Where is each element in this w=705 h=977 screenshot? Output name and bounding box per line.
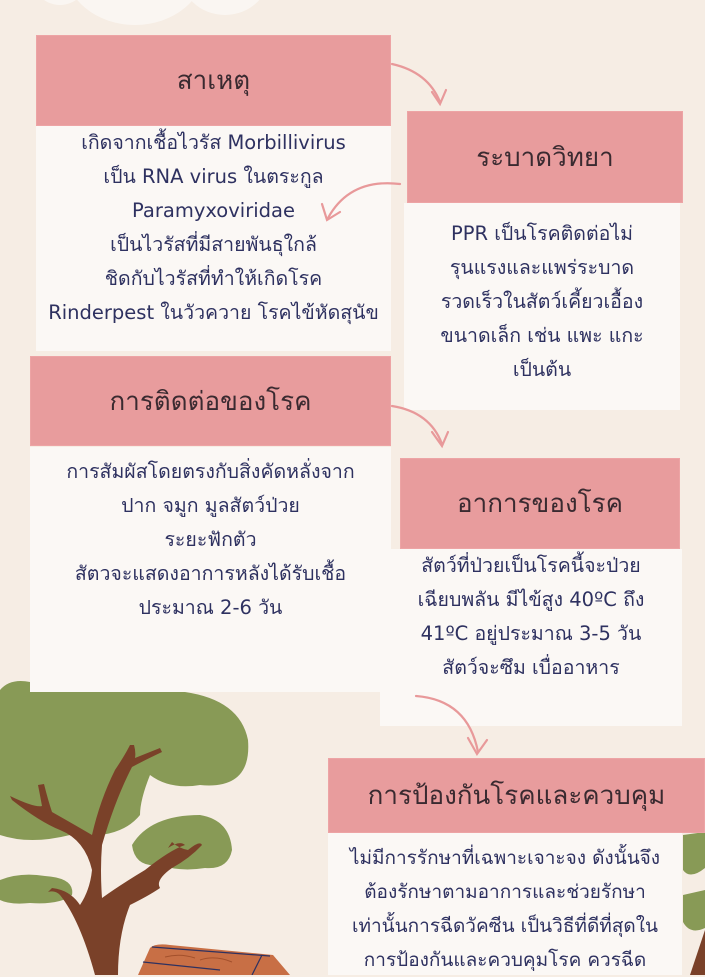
prevention-line: ไม่มีการรักษาที่เฉพาะเจาะจง ดังนั้นจึง (349, 847, 661, 869)
cause-line: เป็นไวรัสที่มีสายพันธุใกล้ (110, 233, 317, 256)
symptoms-body: สัตว์ที่ป่วยเป็นโรคนี้จะป่วย เฉียบพลัน ม… (380, 549, 682, 726)
prevention-line: เท่านั้นการฉีดวัคซีน เป็นวิธีที่ดีที่สุด… (351, 915, 659, 937)
prevention-line: ต้องรักษาตามอาการและช่วยรักษา (364, 881, 646, 903)
cause-line: ชิดกับไวรัสที่ทำให้เกิดโรค (104, 267, 323, 290)
transmission-title: การติดต่อของโรค (30, 356, 391, 446)
transmission-line: ปาก จมูก มูลสัตว์ป่วย (121, 494, 300, 517)
curved-arrow-icon (390, 404, 450, 449)
cause-title-text: สาเหตุ (176, 66, 251, 96)
epidemiology-line: ขนาดเล็ก เช่น แพะ แกะ (440, 324, 644, 347)
epidemiology-line: PPR เป็นโรคติดต่อไม่ (451, 222, 633, 245)
prevention-line: การป้องกันและควบคุมโรค ควรฉีด (363, 949, 647, 971)
transmission-line: ระยะฟักตัว (164, 528, 257, 551)
cause-line: Rinderpest ในวัวควาย โรคไข้หัดสุนัข (48, 301, 379, 324)
symptoms-line: สัตว์จะซึม เบื่ออาหาร (442, 656, 620, 679)
cause-line: เกิดจากเชื้อไวรัส Morbillivirus (81, 131, 346, 154)
symptoms-line: เฉียบพลัน มีไข้สูง 40ºC ถึง (417, 588, 645, 611)
epidemiology-title-text: ระบาดวิทยา (476, 142, 614, 173)
transmission-title-text: การติดต่อของโรค (109, 386, 312, 417)
epidemiology-title: ระบาดวิทยา (407, 111, 683, 203)
prevention-title-text: การป้องกันโรคและควบคุม (367, 781, 666, 811)
epidemiology-body: PPR เป็นโรคติดต่อไม่ รุนแรงและแพร่ระบาด … (404, 203, 680, 410)
transmission-body: การสัมผัสโดยตรงกับสิ่งคัดหลั่งจาก ปาก จม… (30, 447, 391, 692)
epidemiology-line: เป็นต้น (512, 358, 572, 381)
curved-arrow-icon (390, 62, 448, 107)
cause-title: สาเหตุ (36, 35, 391, 126)
symptoms-line: สัตว์ที่ป่วยเป็นโรคนี้จะป่วย (421, 554, 641, 577)
epidemiology-line: รวดเร็วในสัตว์เคี้ยวเอื้อง (440, 290, 644, 313)
symptoms-title-text: อาการของโรค (457, 489, 623, 519)
symptoms-line: 41ºC อยู่ประมาณ 3-5 วัน (420, 622, 642, 645)
cause-line: เป็น RNA virus ในตระกูล (103, 165, 324, 188)
cause-line: Paramyxoviridae (132, 199, 295, 222)
symptoms-title: อาการของโรค (400, 458, 680, 549)
epidemiology-line: รุนแรงและแพร่ระบาด (449, 256, 635, 279)
transmission-line: สัตวจะแสดงอาการหลังได้รับเชื้อ (74, 562, 347, 585)
prevention-title: การป้องกันโรคและควบคุม (328, 758, 705, 833)
transmission-line: ประมาณ 2-6 วัน (138, 596, 283, 619)
prevention-body: ไม่มีการรักษาที่เฉพาะเจาะจง ดังนั้นจึง ต… (328, 833, 682, 975)
transmission-line: การสัมผัสโดยตรงกับสิ่งคัดหลั่งจาก (66, 460, 355, 483)
cause-body: เกิดจากเชื้อไวรัส Morbillivirus เป็น RNA… (36, 126, 391, 351)
